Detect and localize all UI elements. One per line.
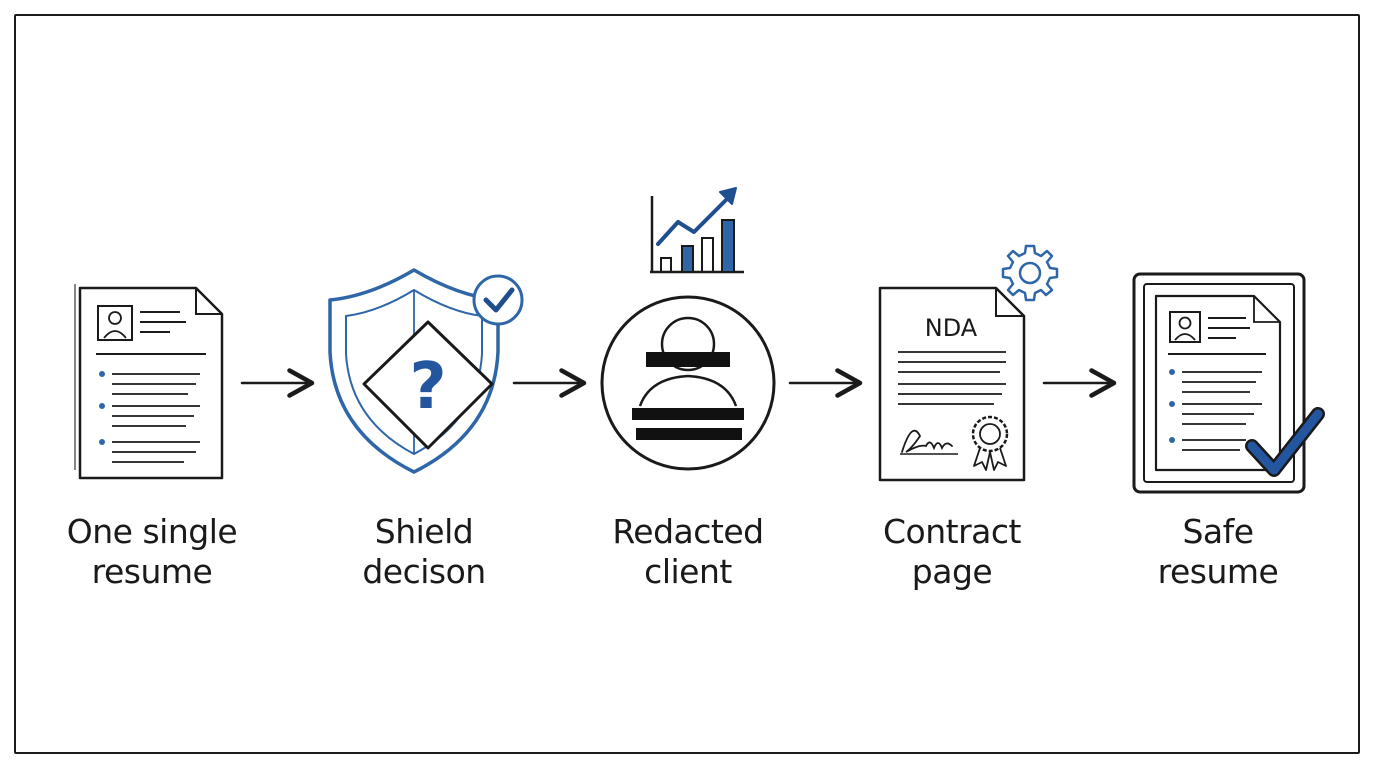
question-mark-icon: ?: [409, 350, 446, 424]
checkmark-icon: [1245, 407, 1325, 477]
step-label-line: page: [911, 552, 993, 591]
framed-resume-icon: [1132, 272, 1306, 494]
step-label-line: Safe: [1182, 512, 1254, 551]
seal-icon: [971, 415, 1009, 471]
gear-icon: [1001, 244, 1059, 302]
step-label-line: Contract: [883, 512, 1021, 551]
step-label-line: client: [644, 552, 732, 591]
contract-heading: NDA: [925, 314, 978, 342]
step-label-shield: Shield decison: [294, 512, 554, 592]
check-badge-icon: [472, 274, 524, 326]
contract-document-icon: NDA: [878, 286, 1026, 482]
step-label-safe: Safe resume: [1088, 512, 1348, 592]
step-label-resume: One single resume: [22, 512, 282, 592]
growth-chart-icon: [650, 187, 744, 274]
step-label-line: resume: [91, 552, 213, 591]
step-label-line: resume: [1157, 552, 1279, 591]
redacted-person-icon: [600, 295, 776, 471]
step-label-line: Redacted: [612, 512, 764, 551]
step-label-line: decison: [362, 552, 486, 591]
diagram-border: [14, 14, 1360, 754]
step-label-contract: Contract page: [822, 512, 1082, 592]
resume-document-icon: [74, 284, 224, 480]
step-label-line: One single: [66, 512, 238, 551]
shield-icon: ?: [328, 268, 500, 474]
step-label-line: Shield: [374, 512, 474, 551]
signature-icon: [900, 429, 958, 455]
step-label-redacted: Redacted client: [558, 512, 818, 592]
